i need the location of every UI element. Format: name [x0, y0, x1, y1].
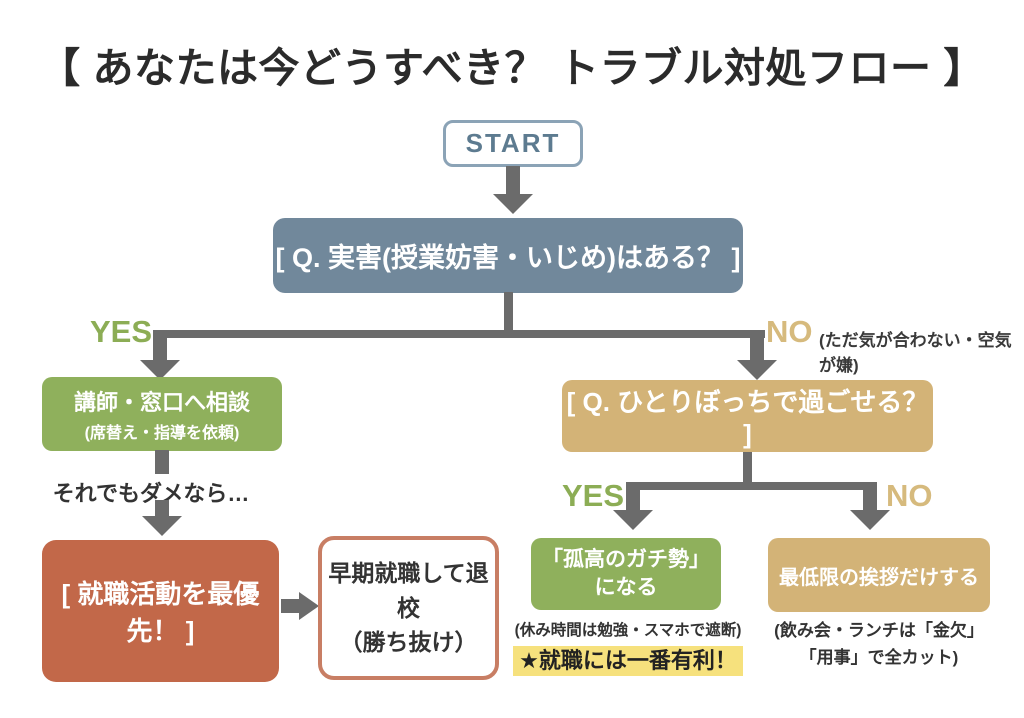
arrow-down-icon [850, 510, 890, 530]
arrow-down-icon [140, 360, 180, 380]
branch1-vertical-line [504, 292, 513, 332]
loner-line1: 「孤高のガチ勢」 [542, 547, 710, 571]
arrow-down-icon [493, 194, 533, 214]
job-priority-label: [ 就職活動を最優先！ ] [61, 579, 260, 646]
branch2-left-line [626, 482, 640, 512]
branch1-right-line [750, 330, 764, 362]
branch1-yes-label: YES [90, 314, 153, 349]
greeting-note: (飲み会・ランチは「金欠」 「用事」で全カット) [754, 617, 1004, 671]
early-exit-node: 早期就職して退校 （勝ち抜け） [318, 536, 499, 680]
loner-node: 「孤高のガチ勢」 になる [531, 538, 721, 610]
consult-line1: 講師・窓口へ相談 [73, 390, 250, 415]
arrow-down-icon [737, 360, 777, 380]
question-2-node: [ Q. ひとりぼっちで過ごせる？ ] [562, 380, 933, 452]
start-label: START [465, 128, 561, 158]
branch2-yes-label: YES [562, 478, 625, 513]
loner-highlight-wrap: ★就職には一番有利！ [500, 643, 756, 676]
arrow-consult-to-fallback-shaft [155, 450, 169, 474]
greeting-note-line2: 「用事」で全カット) [799, 648, 959, 668]
loner-line2: になる [594, 576, 658, 599]
job-priority-node: [ 就職活動を最優先！ ] [42, 540, 279, 682]
loner-highlight-text: ★就職には一番有利！ [513, 646, 743, 676]
greeting-node: 最低限の挨拶だけする [768, 538, 990, 612]
arrow-job-to-exit-shaft [281, 599, 301, 613]
early-exit-line1: 早期就職して退校 [328, 560, 489, 621]
branch2-no-label: NO [886, 478, 933, 513]
branch2-vertical-line [743, 452, 752, 486]
greeting-note-line1: (飲み会・ランチは「金欠」 [774, 621, 984, 640]
early-exit-line2: （勝ち抜け） [339, 629, 478, 656]
question-1-node: [ Q. 実害(授業妨害・いじめ)はある？ ] [273, 218, 743, 293]
branch1-no-label: NO [766, 314, 813, 349]
consult-line2: (席替え・指導を依頼) [84, 425, 240, 442]
branch1-no-note: (ただ気が合わない・空気が嫌) [819, 331, 1012, 375]
branch1-left-line [153, 330, 167, 362]
branch2-horizontal-line [626, 482, 877, 490]
loner-note: (休み時間は勉強・スマホで遮断) [514, 622, 742, 639]
question-2-label: [ Q. ひとりぼっちで過ごせる？ ] [566, 387, 929, 449]
branch2-right-line [863, 482, 877, 512]
page-title: 【 あなたは今どうすべき？ トラブル対処フロー 】 [39, 45, 985, 91]
arrow-start-to-q1-shaft [506, 166, 520, 196]
arrow-down-icon [142, 516, 182, 536]
arrow-right-icon [299, 592, 319, 620]
start-node: START [443, 120, 583, 167]
arrow-fallback-to-job-shaft [155, 500, 169, 518]
greeting-label: 最低限の挨拶だけする [779, 566, 979, 589]
fallback-text: それでもダメなら… [52, 481, 250, 506]
arrow-down-icon [613, 510, 653, 530]
question-1-label: [ Q. 実害(授業妨害・いじめ)はある？ ] [275, 243, 741, 273]
branch1-horizontal-line [153, 330, 765, 338]
consult-node: 講師・窓口へ相談 (席替え・指導を依頼) [42, 377, 282, 451]
